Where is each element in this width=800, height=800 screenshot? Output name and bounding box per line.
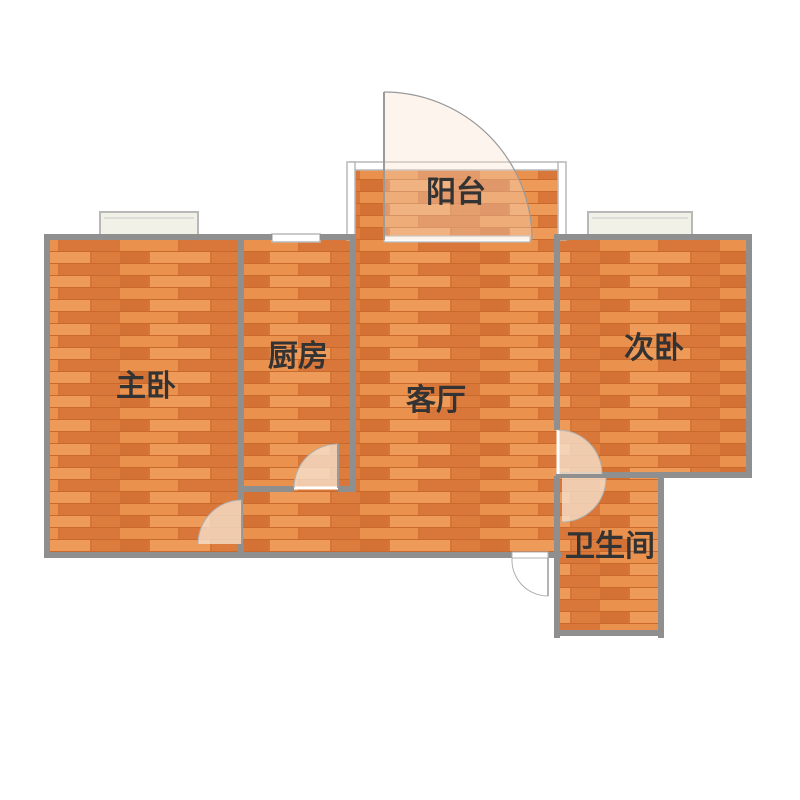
door-second-bedroom [556, 429, 603, 475]
wall-outer-top-left [44, 234, 244, 240]
wall-kitchen-bottom-right [338, 486, 356, 492]
walls [44, 234, 752, 638]
wall-master-kitchen [238, 234, 244, 500]
wall-kitchen-bottom-left [242, 486, 294, 492]
wall-outer-bottom-left [44, 552, 514, 558]
wall-bath-right [658, 476, 664, 638]
wall-living-bath [554, 476, 560, 638]
floor-balcony [350, 165, 562, 241]
label-living-room: 客厅 [406, 383, 466, 418]
door-kitchen [293, 443, 339, 490]
wall-living-bedroom [554, 234, 560, 430]
wall-kitchen-living [350, 234, 356, 492]
window-balcony-right [557, 161, 567, 241]
wall-bath-bottom [554, 630, 664, 636]
floor-second-bedroom [558, 238, 751, 476]
wall-outer-right-bedroom [746, 234, 752, 478]
window-kitchen [271, 233, 321, 243]
wall-outer-left [44, 234, 50, 558]
window-master-bedroom [99, 211, 199, 239]
wall-bedroom-bottom [556, 472, 752, 478]
wall-outer-top-kitchen [242, 234, 272, 240]
window-balcony-left [346, 161, 356, 241]
floors [46, 165, 751, 634]
door-entrance-front [511, 551, 549, 597]
floor-living-room [354, 238, 558, 556]
room-labels: 阳台 主卧 厨房 客厅 次卧 卫生间 [116, 175, 684, 564]
label-second-bedroom: 次卧 [624, 331, 684, 366]
label-master-bedroom: 主卧 [116, 369, 176, 404]
door-entrance-balcony [383, 91, 533, 241]
label-kitchen: 厨房 [268, 339, 328, 374]
wall-outer-top-right [556, 234, 752, 240]
wall-master-bottom-stub [238, 544, 244, 558]
doors [197, 91, 607, 597]
label-balcony: 阳台 [426, 175, 486, 210]
label-bathroom: 卫生间 [565, 529, 655, 564]
door-master-bedroom [197, 499, 243, 545]
door-bathroom [561, 477, 607, 523]
wall-outer-top-kitchen-2 [320, 234, 356, 240]
floor-master-bedroom [46, 238, 242, 556]
